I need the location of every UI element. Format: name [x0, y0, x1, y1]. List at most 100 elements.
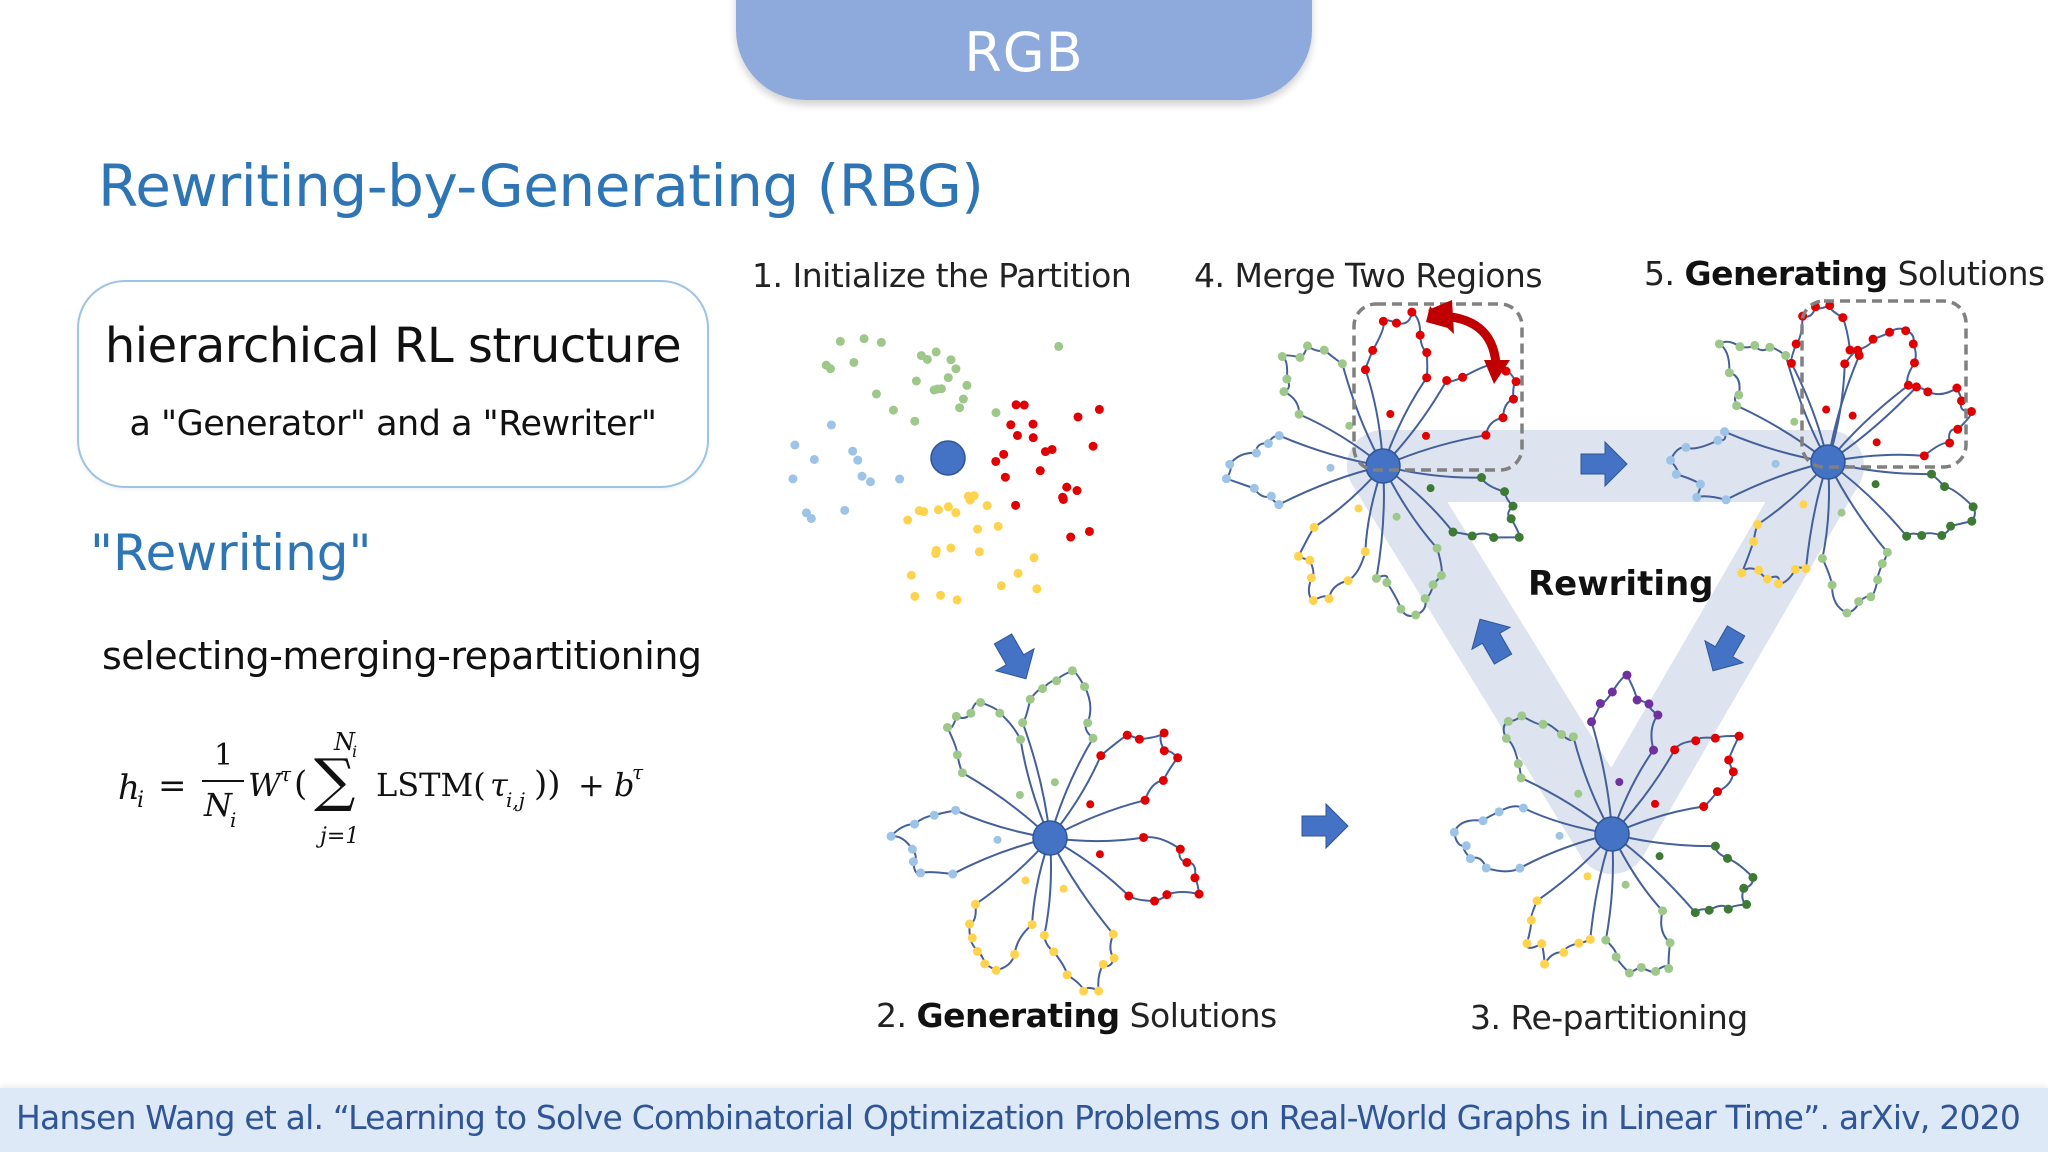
customer-point	[876, 337, 886, 347]
customer-point	[974, 547, 984, 557]
step-1-number: 1.	[752, 256, 783, 295]
formula-sum-symbol: ∑	[314, 746, 356, 814]
route-customer	[1371, 573, 1381, 583]
route-graphs	[788, 300, 1978, 996]
step-4-text: Merge Two Regions	[1234, 256, 1543, 295]
route-customer	[1140, 795, 1150, 805]
customer-point	[991, 408, 1001, 418]
arrow-step3-to-4-shape	[1471, 618, 1513, 665]
route-customer	[1710, 733, 1720, 743]
customer-point	[931, 549, 941, 559]
route-customer	[1555, 831, 1564, 840]
customer-point	[1040, 447, 1050, 457]
route-customer	[1067, 666, 1077, 676]
customer-point	[835, 336, 845, 346]
route-customer	[1175, 844, 1185, 854]
customer-point	[1032, 584, 1042, 594]
route-customer	[1122, 730, 1132, 740]
merge-arrow-head-down	[1484, 360, 1510, 384]
route-loop	[1375, 465, 1443, 617]
customer-point	[840, 505, 850, 515]
route-customer	[1274, 431, 1284, 441]
route-customer	[1266, 491, 1276, 501]
route-customer	[1873, 575, 1883, 585]
customer-point	[1011, 500, 1021, 510]
route-customer	[1382, 578, 1392, 588]
route-customer	[1885, 327, 1895, 337]
route-customer	[1872, 438, 1881, 447]
route-loop	[1049, 836, 1201, 903]
route-customer	[1882, 547, 1892, 557]
route-customer	[1946, 521, 1956, 531]
route-customer	[1940, 482, 1950, 492]
route-customer	[952, 750, 962, 760]
step-5-bold: Generating	[1684, 254, 1889, 293]
route-customer	[1391, 318, 1401, 328]
route-customer	[1866, 592, 1876, 602]
route-customer	[1945, 438, 1955, 448]
route-customer	[1753, 520, 1763, 530]
step-label-3: 3. Re-partitioning	[1470, 998, 1748, 1037]
route-customer	[1378, 316, 1388, 326]
depot-node	[930, 440, 966, 476]
formula-plus: +	[578, 766, 605, 804]
route-customer	[1494, 807, 1504, 817]
route-customer	[993, 835, 1002, 844]
route-customer	[1015, 790, 1024, 799]
route-customer	[1790, 564, 1800, 574]
route-customer	[1039, 930, 1049, 940]
route-customer	[1817, 553, 1827, 563]
route-customer	[1080, 682, 1090, 692]
formula-b: b	[614, 766, 635, 804]
customer-point	[952, 595, 962, 605]
route-customer	[1854, 597, 1864, 607]
route-customer	[1754, 565, 1764, 575]
route-customer	[1902, 531, 1912, 541]
route-customer	[1691, 736, 1701, 746]
route-customer	[1059, 884, 1068, 893]
customer-point	[1094, 404, 1104, 414]
route-customer	[1837, 508, 1846, 517]
customer-point	[919, 507, 929, 517]
graph-step3	[1449, 670, 1758, 978]
route-customer	[1294, 409, 1304, 419]
route-customer	[1465, 854, 1475, 864]
route-customer	[1442, 375, 1452, 385]
route-customer	[1088, 733, 1098, 743]
header-tab-label: RGB	[964, 21, 1084, 84]
step-label-5: 5. Generating Solutions	[1644, 254, 2045, 293]
customer-point	[991, 456, 1001, 466]
route-customer	[1737, 568, 1747, 578]
formula-w: W	[248, 766, 281, 804]
route-customer	[1739, 883, 1749, 893]
formula-equals: =	[158, 766, 187, 806]
step-3-number: 3.	[1470, 998, 1501, 1037]
route-customer	[1086, 800, 1095, 809]
route-customer	[1345, 421, 1354, 430]
route-customer	[1956, 396, 1966, 406]
route-customer	[1658, 906, 1668, 916]
customer-point	[999, 449, 1009, 459]
route-customer	[1158, 775, 1168, 785]
route-customer	[1827, 580, 1837, 590]
route-customer	[907, 844, 917, 854]
route-customer	[1917, 530, 1927, 540]
route-customer	[1790, 417, 1799, 426]
route-customer	[1159, 728, 1169, 738]
route-customer	[1461, 841, 1471, 851]
route-customer	[1489, 532, 1499, 542]
route-customer	[1692, 492, 1702, 502]
arrow-step4-to-5-shape	[1580, 440, 1628, 488]
route-customer	[948, 869, 958, 879]
route-customer	[1585, 934, 1595, 944]
route-customer	[1343, 576, 1353, 586]
route-customer	[1079, 986, 1089, 996]
formula-lhs: h	[118, 768, 140, 808]
route-customer	[1695, 479, 1705, 489]
route-customer	[1134, 734, 1144, 744]
arrow-step1-to-2	[993, 633, 1035, 680]
flow-arrows	[993, 440, 1746, 850]
route-customer	[1095, 850, 1104, 859]
step-label-4: 4. Merge Two Regions	[1194, 256, 1543, 295]
route-customer	[1595, 698, 1605, 708]
